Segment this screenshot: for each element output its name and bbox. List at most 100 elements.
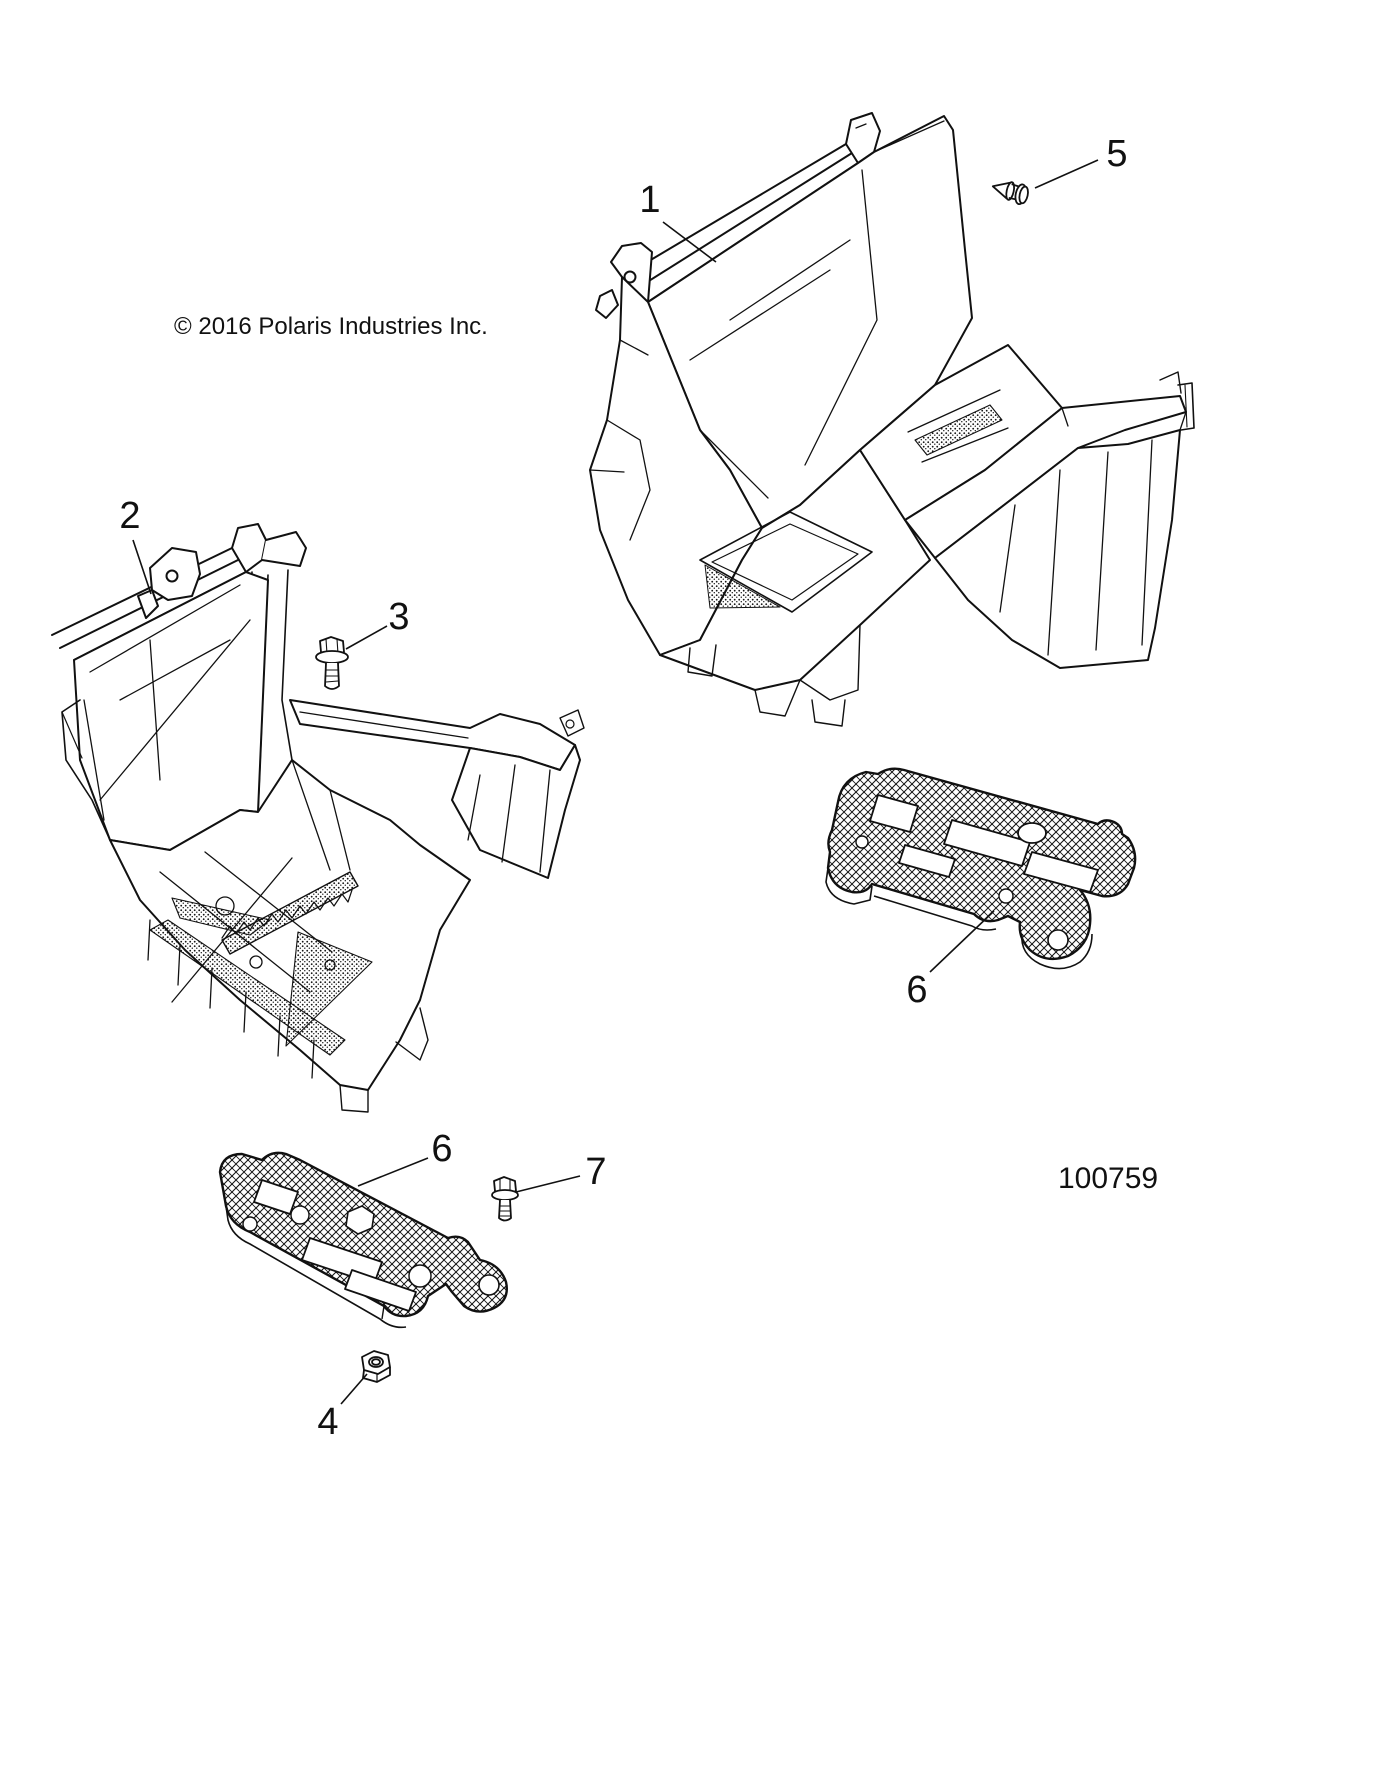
- drawing-stroke: [216, 897, 234, 915]
- footwell-shell-left-drawing: [52, 524, 584, 1112]
- drawing-stroke: [262, 532, 306, 566]
- drawing-stroke: [999, 889, 1013, 903]
- drawing-stroke: [915, 405, 1002, 455]
- callout-4: 4: [317, 1401, 338, 1443]
- drawing-stroke: [300, 712, 468, 738]
- leader-3: [346, 626, 387, 649]
- drawing-stroke: [1048, 930, 1068, 950]
- drawing-stroke: [254, 1180, 298, 1214]
- drawing-stroke: [1185, 385, 1187, 427]
- drawing-stroke: [150, 548, 200, 600]
- drawing-stroke: [226, 1206, 406, 1327]
- drawing-stroke: [1048, 470, 1060, 655]
- leader-4: [341, 1374, 367, 1404]
- drawing-stroke: [560, 710, 584, 736]
- flange-bolt-7-drawing: [492, 1177, 518, 1221]
- drawing-stroke: [52, 548, 232, 635]
- drawing-stroke: [286, 932, 372, 1046]
- drawing-stroke: [1024, 852, 1098, 892]
- drawing-stroke: [874, 121, 944, 152]
- drawing-stroke: [479, 1275, 499, 1295]
- drawing-stroke: [1000, 505, 1015, 612]
- drawing-stroke: [291, 1206, 309, 1224]
- drawing-stroke: [1018, 186, 1029, 204]
- drawing-stroke: [292, 760, 350, 870]
- leader-6-left: [358, 1158, 428, 1186]
- leader-2: [133, 540, 151, 594]
- push-rivet-5-drawing: [990, 178, 1029, 205]
- drawing-stroke: [468, 775, 480, 840]
- drawing-stroke: [805, 170, 877, 465]
- drawing-stroke: [1096, 452, 1108, 650]
- drawing-stroke: [607, 420, 650, 540]
- leader-5: [1035, 160, 1098, 188]
- drawing-stroke: [800, 625, 860, 700]
- drawing-stroke: [110, 760, 470, 1090]
- drawing-stroke: [755, 680, 800, 716]
- drawing-stroke: [700, 430, 768, 498]
- leader-7: [516, 1176, 580, 1192]
- drawing-stroke: [148, 920, 314, 1078]
- drawing-stroke: [160, 872, 310, 992]
- drawing-stroke: [220, 1153, 507, 1316]
- drawing-stroke: [120, 640, 230, 700]
- drawing-stroke: [540, 770, 550, 872]
- drawing-stroke: [452, 745, 580, 878]
- drawing-stroke: [62, 712, 82, 758]
- drawing-stroke: [220, 1152, 507, 1317]
- drawing-stroke: [874, 896, 996, 930]
- drawing-stroke: [899, 845, 955, 877]
- drawing-stroke: [282, 570, 292, 760]
- drawing-stroke: [90, 585, 240, 672]
- callout-2: 2: [119, 495, 140, 537]
- drawing-stroke: [1022, 934, 1092, 969]
- drawing-stroke: [870, 795, 918, 832]
- callout-5: 5: [1106, 133, 1127, 175]
- callout-6-right: 6: [906, 969, 927, 1011]
- callout-6-left: 6: [431, 1128, 452, 1170]
- callout-1: 1: [639, 179, 660, 221]
- drawing-stroke: [700, 512, 872, 612]
- drawing-stroke: [232, 524, 266, 572]
- drawing-stroke: [590, 470, 624, 472]
- drawing-stroke: [316, 651, 348, 663]
- drawing-stroke: [730, 240, 850, 320]
- drawing-stroke: [326, 670, 338, 682]
- leader-1: [663, 222, 716, 262]
- drawing-stroke: [172, 858, 292, 1002]
- drawing-stroke: [290, 700, 575, 770]
- callout-labels: 1 2 3 4 5 6 6 7: [119, 133, 1127, 1443]
- drawing-stroke: [712, 524, 858, 600]
- drawing-stroke: [944, 820, 1030, 866]
- drawing-number: 100759: [1058, 1162, 1158, 1195]
- drawing-stroke: [596, 290, 618, 318]
- drawing-stroke: [690, 270, 830, 360]
- drawing-stroke: [566, 720, 574, 728]
- drawing-stroke: [382, 1306, 384, 1319]
- drawing-stroke: [1142, 440, 1152, 645]
- drawing-stroke: [150, 640, 160, 780]
- drawing-stroke: [1062, 408, 1068, 426]
- footrest-plate-right-drawing: [810, 760, 1150, 970]
- drawing-stroke: [74, 572, 268, 850]
- drawing-stroke: [922, 428, 1008, 462]
- drawing-stroke: [346, 1206, 374, 1234]
- callout-3: 3: [388, 596, 409, 638]
- callout-7: 7: [585, 1151, 606, 1193]
- drawing-stroke: [1005, 181, 1016, 200]
- drawing-stroke: [625, 272, 636, 283]
- drawing-stroke: [620, 340, 648, 355]
- copyright-text: © 2016 Polaris Industries Inc.: [174, 313, 488, 340]
- drawing-stroke: [500, 1206, 510, 1216]
- drawing-stroke: [688, 645, 716, 676]
- drawing-stroke: [372, 1359, 380, 1365]
- drawing-stroke: [705, 565, 780, 608]
- drawing-stroke: [908, 390, 1000, 432]
- drawing-stroke: [828, 769, 1135, 959]
- footrest-plate-left-drawing: [210, 1145, 520, 1330]
- drawing-stroke: [856, 124, 866, 128]
- drawing-stroke: [396, 1008, 428, 1060]
- drawing-stroke: [502, 765, 515, 862]
- drawing-stroke: [100, 620, 250, 800]
